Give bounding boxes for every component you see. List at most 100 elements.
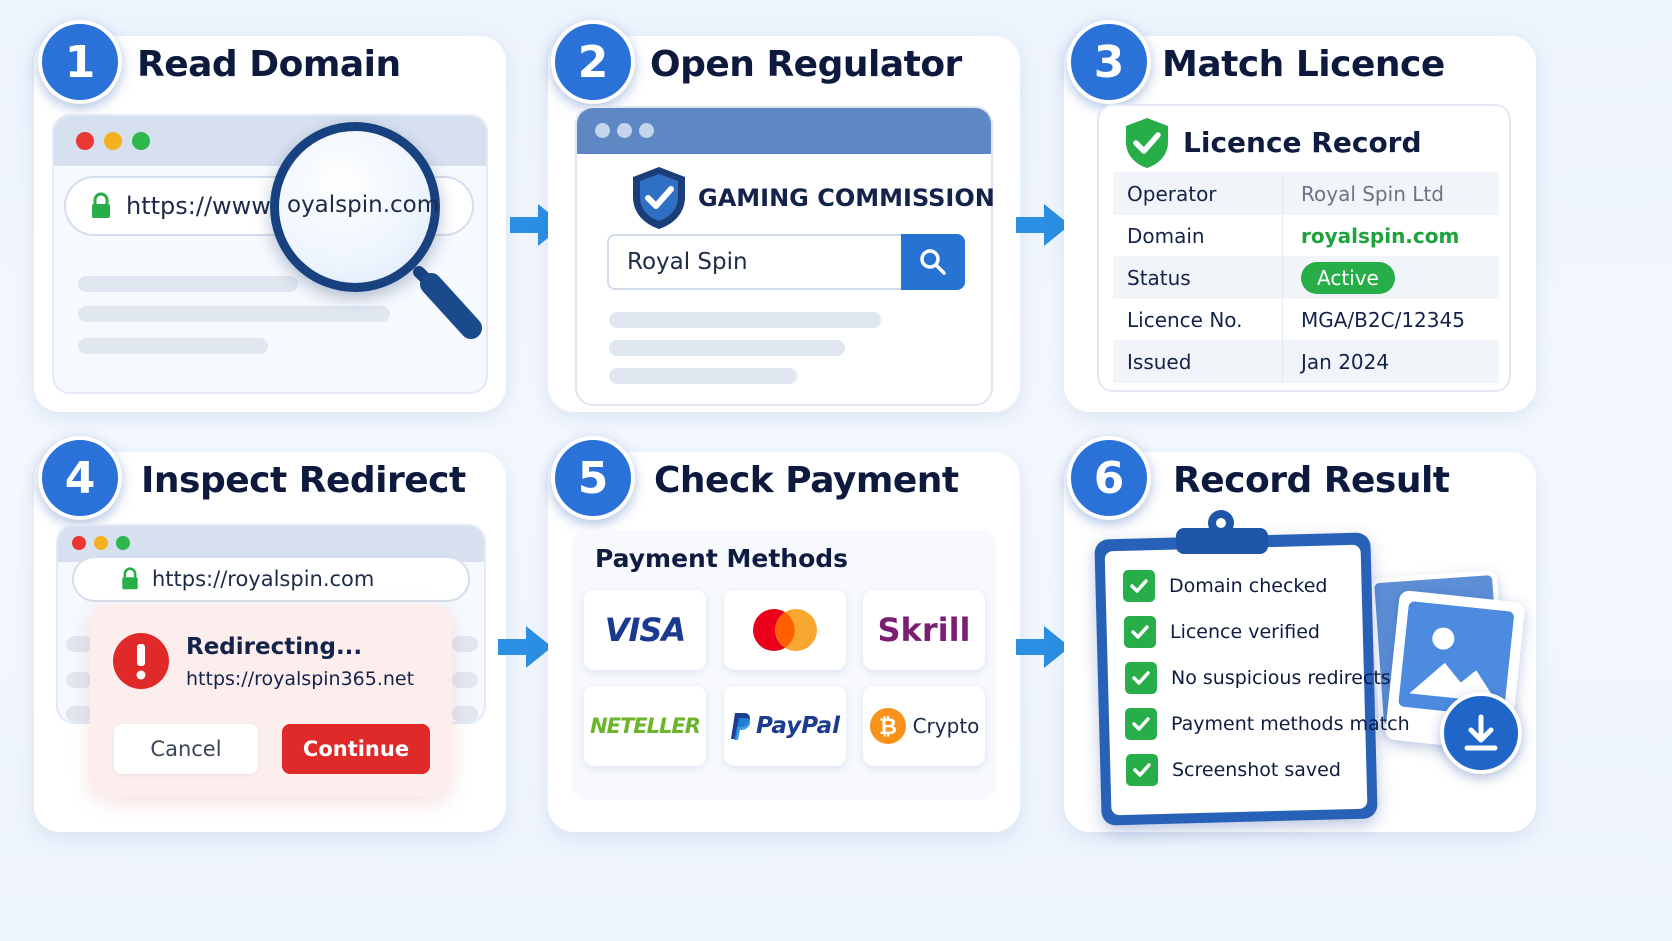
placeholder-line: [78, 338, 268, 354]
bitcoin-icon: ₿: [869, 708, 906, 744]
magnifier-handle-icon: [413, 266, 482, 339]
padlock-icon: [122, 567, 138, 590]
licence-field-value: Royal Spin Ltd: [1301, 181, 1444, 206]
licence-field-label: Status: [1113, 256, 1283, 299]
download-button[interactable]: [1440, 692, 1522, 774]
placeholder-line: [609, 340, 845, 356]
placeholder-line: [66, 672, 92, 688]
payment-neteller: NETELLER: [584, 686, 706, 766]
checkmark-icon: [1125, 708, 1157, 740]
address-bar[interactable]: https://royalspin.com: [72, 556, 470, 602]
redirect-dialog: Redirecting... https://royalspin365.net …: [90, 604, 452, 796]
regulator-search-input[interactable]: Royal Spin: [607, 234, 903, 290]
checklist-label: No suspicious redirects: [1171, 667, 1391, 689]
window-close-dot: [76, 132, 94, 150]
window-minimize-dot: [104, 132, 122, 150]
step-badge-5: 5: [551, 436, 635, 520]
flow-arrow-icon: [498, 626, 552, 668]
checkmark-icon: [1124, 616, 1156, 648]
placeholder-line: [66, 706, 92, 722]
licence-field-value: Jan 2024: [1301, 349, 1390, 374]
checklist-item: Payment methods match: [1125, 706, 1410, 742]
cancel-button[interactable]: Cancel: [114, 724, 258, 774]
download-icon: [1464, 714, 1498, 751]
licence-field-label: Issued: [1113, 340, 1283, 383]
step-title-read-domain: Read Domain: [137, 44, 401, 85]
step-title-match-licence: Match Licence: [1162, 44, 1445, 85]
shield-check-icon: [633, 167, 685, 229]
window-maximize-dot: [132, 132, 150, 150]
search-icon: [920, 249, 946, 275]
step-title-open-regulator: Open Regulator: [650, 44, 962, 85]
crypto-label: Crypto: [912, 714, 980, 738]
shield-check-icon: [1126, 118, 1168, 168]
checkmark-icon: [1125, 662, 1157, 694]
alert-icon: [113, 633, 169, 689]
licence-record-heading: Licence Record: [1183, 126, 1422, 159]
checklist-item: No suspicious redirects: [1125, 660, 1391, 696]
dialog-title: Redirecting...: [186, 634, 363, 660]
checkmark-icon: [1123, 570, 1155, 602]
step-badge-1: 1: [38, 20, 122, 104]
licence-row-issued: Issued Jan 2024: [1113, 340, 1499, 383]
step-title-record-result: Record Result: [1173, 460, 1450, 501]
clipboard-clip-ring: [1208, 510, 1234, 536]
step-title-check-payment: Check Payment: [654, 460, 959, 501]
url-text-prefix: https://www.r: [126, 192, 287, 220]
payment-mastercard: [724, 590, 846, 670]
placeholder-line: [66, 636, 92, 652]
step-title-inspect-redirect: Inspect Redirect: [141, 460, 466, 501]
licence-row-status: Status Active: [1113, 256, 1499, 299]
skrill-logo: Skrill: [877, 611, 971, 649]
paypal-logo: PayPal: [756, 713, 840, 739]
payment-skrill: Skrill: [863, 590, 985, 670]
licence-row-operator: Operator Royal Spin Ltd: [1113, 172, 1499, 215]
flow-arrow-icon: [1016, 626, 1070, 668]
step-badge-4: 4: [38, 436, 122, 520]
flow-arrow-icon: [1016, 204, 1070, 246]
window-maximize-dot: [116, 536, 130, 550]
placeholder-line: [78, 306, 390, 322]
placeholder-line: [78, 276, 298, 292]
payment-paypal: PayPal: [724, 686, 846, 766]
placeholder-line: [452, 636, 478, 652]
visa-logo: VISA: [604, 611, 686, 649]
checklist-label: Screenshot saved: [1172, 759, 1341, 781]
checklist-item: Domain checked: [1123, 568, 1327, 604]
licence-record-panel: Licence Record Operator Royal Spin Ltd D…: [1097, 104, 1511, 392]
neteller-logo: NETELLER: [590, 714, 701, 738]
licence-field-value: MGA/B2C/12345: [1301, 307, 1465, 332]
checkmark-icon: [1126, 754, 1158, 786]
paypal-logo-icon: [731, 713, 751, 740]
magnified-url-text: oyalspin.com: [287, 192, 440, 218]
svg-text:₿: ₿: [879, 715, 897, 740]
payment-methods-heading: Payment Methods: [595, 544, 849, 573]
placeholder-line: [452, 672, 478, 688]
checklist-label: Domain checked: [1169, 575, 1328, 597]
search-button[interactable]: [901, 234, 965, 290]
placeholder-line: [452, 706, 478, 722]
window-dot: [639, 123, 654, 138]
window-close-dot: [72, 536, 86, 550]
regulator-titlebar: [577, 108, 991, 154]
dialog-redirect-url: https://royalspin365.net: [186, 668, 415, 690]
placeholder-line: [609, 368, 797, 384]
placeholder-line: [609, 312, 881, 328]
checklist-label: Payment methods match: [1171, 713, 1410, 735]
continue-button[interactable]: Continue: [282, 724, 430, 774]
status-badge: Active: [1301, 261, 1395, 294]
mastercard-logo-icon: [753, 609, 817, 651]
licence-row-domain: Domain royalspin.com: [1113, 214, 1499, 257]
licence-row-number: Licence No. MGA/B2C/12345: [1113, 298, 1499, 341]
checklist-item: Screenshot saved: [1126, 752, 1341, 788]
magnifier-lens: [270, 122, 440, 292]
licence-field-value: royalspin.com: [1301, 223, 1460, 248]
checklist-item: Licence verified: [1124, 614, 1320, 650]
step-badge-6: 6: [1067, 436, 1151, 520]
regulator-title: GAMING COMMISSION: [698, 184, 995, 212]
licence-field-label: Operator: [1113, 172, 1283, 215]
payment-visa: VISA: [584, 590, 706, 670]
url-text: https://royalspin.com: [152, 567, 375, 591]
window-minimize-dot: [94, 536, 108, 550]
window-dot: [617, 123, 632, 138]
